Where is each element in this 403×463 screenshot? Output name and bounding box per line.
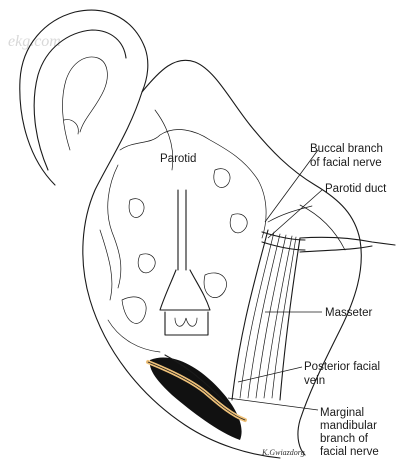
leader-lines — [227, 149, 323, 411]
label-marginal-line4: facial nerve — [320, 446, 379, 458]
masseter-muscle — [231, 229, 301, 401]
buccal-branch — [267, 205, 313, 223]
parotid-duct — [261, 231, 396, 253]
deep-shadow — [149, 357, 242, 440]
artist-signature: K.Gwiazdorg — [261, 448, 305, 457]
watermark: ekg.com — [8, 33, 61, 50]
posterior-facial-vein — [164, 354, 231, 409]
label-masseter: Masseter — [325, 307, 372, 319]
parotid-gland — [107, 129, 267, 353]
label-posterior-line1: Posterior facial — [304, 361, 380, 373]
label-parotid-duct: Parotid duct — [325, 183, 387, 195]
label-buccal-line1: Buccal branch — [310, 143, 383, 155]
label-marginal-line2: mandibular — [320, 420, 377, 432]
label-marginal-line1: Marginal — [320, 407, 364, 419]
label-posterior-line2: vein — [304, 375, 325, 387]
label-marginal-line3: branch of — [320, 433, 369, 445]
skin-flap — [82, 59, 362, 459]
label-parotid: Parotid — [160, 153, 196, 165]
label-buccal-line2: of facial nerve — [310, 157, 382, 169]
ear — [19, 9, 149, 186]
retractor-tissue — [159, 189, 211, 336]
